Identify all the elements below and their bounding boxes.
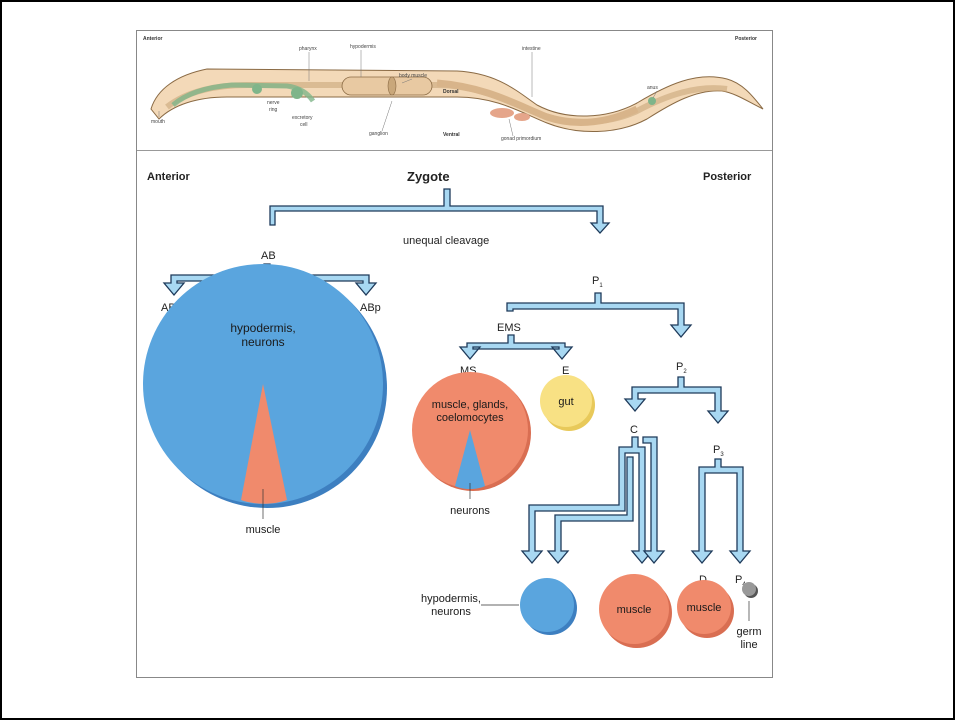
arrow-c-split [520,436,654,565]
worm-mouth-label: mouth [151,119,165,125]
c-label: C [630,424,638,436]
worm-hypodermis-label: hypodermis [350,44,376,50]
lineage-posterior-label: Posterior [703,171,752,183]
e-fate-circle: gut [540,375,595,431]
ms-fate-line2: coelomocytes [436,412,504,424]
germ-line-label2: line [740,639,757,651]
c-fate-line2: neurons [431,606,471,618]
d-muscle-circle: muscle [677,580,734,638]
worm-illustration: Anterior Posterior Dorsal Ventral mouth … [143,36,764,142]
arrow-c-split-inner [546,456,634,565]
worm-ganglion-label: ganglion [369,131,388,137]
ms-neurons-wedge [455,430,485,489]
c-muscle-label: muscle [617,604,652,616]
ms-fate-line1: muscle, glands, [432,399,508,411]
abp-label: ABp [360,302,381,314]
d-muscle-label: muscle [687,602,722,614]
ms-neurons-label: neurons [450,505,490,517]
e-fate-label: gut [558,396,573,408]
ab-fate-circle: hypodermis, neurons muscle [143,264,387,536]
ab-muscle-wedge [241,384,287,504]
figure: Anterior Posterior Dorsal Ventral mouth … [136,30,773,678]
worm-pharynx-label: pharynx [299,46,317,52]
worm-intestine-label: intestine [522,46,541,52]
p3-label: P3 [713,444,724,458]
ab-label: AB [261,250,276,262]
worm-ring-label: ring [269,107,278,113]
lineage-anterior-label: Anterior [147,171,191,183]
worm-dorsal-label: Dorsal [443,89,459,95]
arrow-p2-split [623,376,730,425]
d-label: D [699,574,707,586]
worm-posterior-label: Posterior [735,36,757,42]
p1-label: P1 [592,275,603,289]
c-muscle-circle: muscle [599,574,672,648]
worm-gonad-label: gonad primordium [501,136,541,142]
arrow-zygote-split [269,188,611,234]
worm-excretory-label: excretory [292,115,313,121]
arrow-ems-split [458,334,574,361]
worm-body [150,68,764,133]
ab-fate-line1: hypodermis, [230,321,295,335]
worm-ventral-label: Ventral [443,132,460,138]
arrow-p3-split [690,458,752,565]
ms-fate-circle: muscle, glands, coelomocytes neurons [412,372,531,517]
zygote-label: Zygote [407,169,450,184]
arrow-p1-split [506,292,693,339]
worm-anus-label: anus [647,85,658,91]
arrow-c-split-right [642,436,666,565]
worm-nerve-label: nerve [267,100,280,106]
c-hypodermis-circle: hypodermis, neurons [421,578,577,635]
unequal-cleavage-label: unequal cleavage [403,235,489,247]
worm-anterior-label: Anterior [143,36,163,42]
ems-label: EMS [497,322,521,334]
e-label: E [562,365,569,377]
worm-anatomy-panel: Anterior Posterior Dorsal Ventral mouth … [137,31,772,151]
ab-fate-line2: neurons [241,335,284,349]
p4-germline-cell: germ line [736,582,762,651]
p2-label: P2 [676,361,687,375]
worm-cell-label: cell [300,122,308,128]
cell-lineage-diagram: Anterior Zygote Posterior AB unequal cle… [143,169,762,651]
c-fate-line1: hypodermis, [421,593,481,605]
worm-body-muscle-label: body muscle [399,73,427,79]
germ-line-label1: germ [736,626,761,638]
ab-muscle-label: muscle [246,524,281,536]
